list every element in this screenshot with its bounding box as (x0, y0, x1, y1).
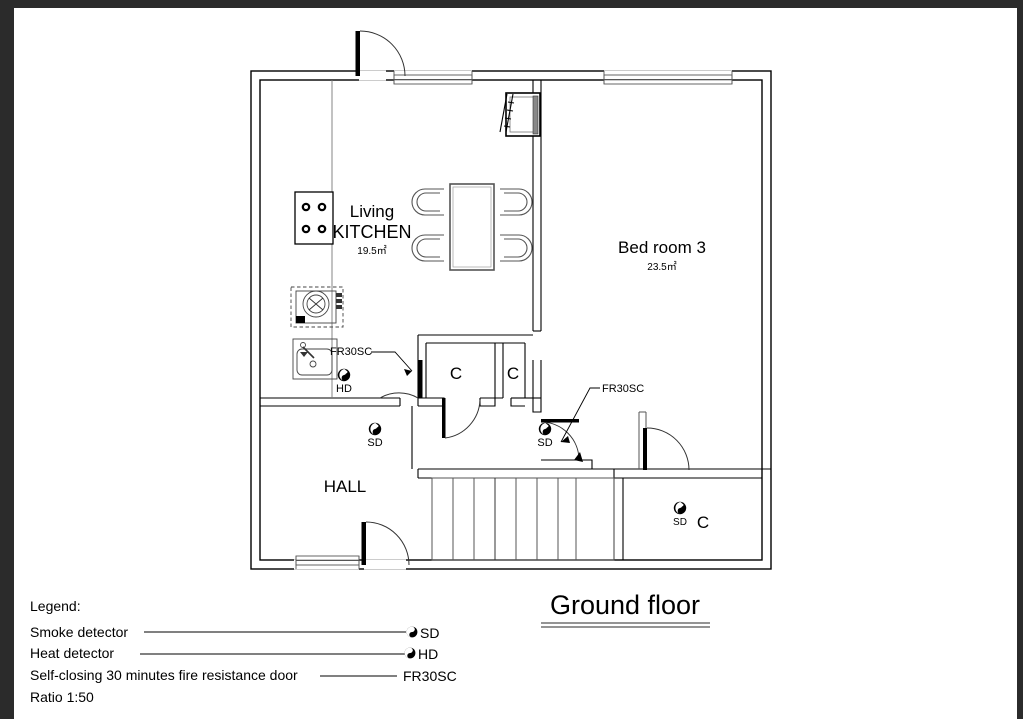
kitchen-area: 19.5㎡ (357, 245, 386, 257)
wall-openings (294, 70, 732, 570)
washing-machine (290, 286, 344, 328)
cupboard-1-label: C (450, 364, 462, 383)
legend-ratio: Ratio 1:50 (30, 689, 94, 705)
smoke-detector-symbol-legend (406, 626, 418, 638)
legend-row-smoke-detector: Smoke detector SD (30, 624, 439, 641)
dining-chairs (411, 188, 533, 262)
smoke-detector-label-store: SD (673, 517, 687, 528)
legend-fire-door-code: FR30SC (403, 668, 457, 684)
bedroom-wardrobe (505, 92, 541, 137)
cupboard-3-label: C (697, 513, 709, 532)
hall-label: HALL (324, 477, 367, 496)
legend-smoke-detector-text: Smoke detector (30, 624, 128, 640)
bedroom3-area: 23.5㎡ (647, 261, 676, 273)
callout-fr30sc-2 (560, 387, 600, 443)
legend-fire-door-text: Self-closing 30 minutes fire resistance … (30, 667, 298, 683)
door-cupboard-1 (442, 398, 481, 439)
title-underline (541, 622, 710, 628)
fr30sc-label-2: FR30SC (602, 383, 644, 395)
chair-right-top (500, 188, 533, 216)
staircase (431, 477, 615, 561)
legend-heat-detector-text: Heat detector (30, 645, 114, 661)
ladder-icon (499, 93, 515, 133)
door-store (643, 427, 690, 471)
legend-smoke-detector-code: SD (420, 625, 439, 641)
window-hall (295, 555, 360, 569)
smoke-detector-symbol-hall (368, 422, 382, 436)
cupboard-2-label: C (507, 364, 519, 383)
chair-left-top (411, 188, 444, 216)
window-bedroom3 (603, 71, 733, 85)
drawing-sheet: Living KITCHEN 19.5㎡ Bed room 3 23.5㎡ HA… (14, 8, 1017, 719)
door-kitchen-fr30sc (379, 360, 423, 399)
smoke-detector-label-landing: SD (537, 437, 552, 449)
window-kitchen (393, 71, 473, 85)
smoke-detector-symbol-landing (538, 422, 552, 436)
kitchen-label-line2: KITCHEN (332, 222, 411, 242)
windows (295, 71, 733, 569)
door-landing-fr30sc (540, 419, 583, 462)
kitchen-sink (292, 338, 338, 380)
floor-plan-drawing: Living KITCHEN 19.5㎡ Bed room 3 23.5㎡ HA… (30, 30, 772, 705)
smoke-detector-label-hall: SD (367, 437, 382, 449)
legend-row-heat-detector: Heat detector HD (30, 645, 438, 662)
legend-heat-detector-code: HD (418, 646, 438, 662)
kitchen-label-line1: Living (350, 202, 394, 221)
dining-table (449, 183, 495, 271)
legend-row-fire-door: Self-closing 30 minutes fire resistance … (30, 667, 457, 684)
fr30sc-label-1: FR30SC (330, 346, 372, 358)
bedroom3-label: Bed room 3 (618, 238, 706, 257)
chair-right-bottom (500, 234, 533, 262)
heat-detector-label: HD (336, 383, 352, 395)
heat-detector-symbol (337, 368, 351, 382)
heat-detector-symbol-legend (404, 647, 416, 659)
chair-left-bottom (411, 234, 444, 262)
smoke-detector-symbol-store (673, 501, 687, 515)
callout-fr30sc-1 (371, 351, 413, 376)
cooker-hob (294, 191, 334, 245)
legend-heading: Legend: (30, 598, 81, 614)
door-entry-top (355, 30, 406, 77)
door-entry-bottom (361, 521, 410, 566)
page-title: Ground floor (550, 590, 700, 620)
